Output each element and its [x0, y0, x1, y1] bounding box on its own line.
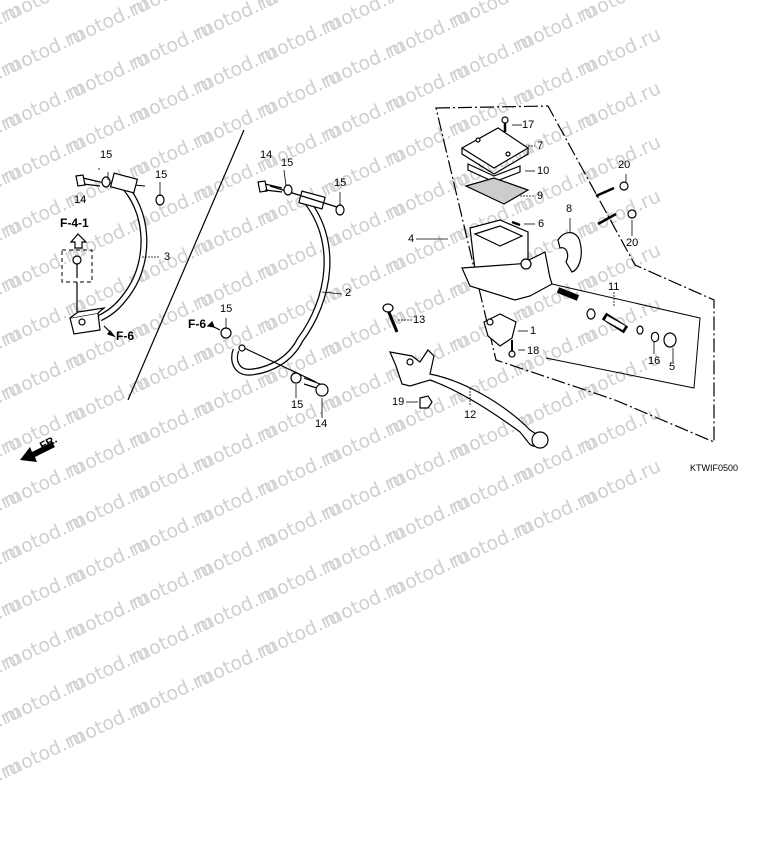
- callout-17: 17: [522, 119, 535, 131]
- watermark-text: motod.ru: [0, 701, 25, 758]
- callout-7: 7: [537, 140, 544, 152]
- watermark-text: motod.ru: [0, 755, 25, 812]
- callout-20: 20: [626, 237, 639, 249]
- separator-line: [127, 129, 245, 401]
- diaphragm-9-drawing: [464, 177, 530, 205]
- reservoir-cap-7-drawing: [460, 127, 530, 169]
- reference-f-4-1: F-4-1: [60, 216, 89, 230]
- assembly-boundary: [435, 105, 715, 443]
- callout-20: 20: [618, 159, 631, 171]
- callout-2: 2: [345, 287, 352, 299]
- watermark-text: motod.ru: [192, 581, 281, 638]
- watermark-text: motod.ru: [0, 671, 89, 728]
- piston-set-11-box: [545, 283, 701, 389]
- watermark-text: motod.ru: [128, 611, 217, 668]
- callout-13: 13: [413, 314, 426, 326]
- callout-16: 16: [648, 355, 661, 367]
- front-direction-arrow: [20, 442, 55, 462]
- callout-14: 14: [74, 194, 87, 206]
- callout-14: 14: [260, 149, 273, 161]
- diagram-code: KTWIF0500: [690, 463, 739, 473]
- banjo-bolt-14a-drawing: [75, 174, 101, 187]
- callout-15: 15: [220, 303, 233, 315]
- callout-15: 15: [291, 399, 304, 411]
- reference-f-6: F-6: [116, 329, 134, 343]
- watermark-text: motod.ru: [0, 725, 89, 782]
- watermark-text: motod.ru: [320, 575, 409, 632]
- callout-19: 19: [392, 396, 405, 408]
- watermark-text: motod.ru: [256, 605, 345, 662]
- callout-5: 5: [669, 361, 676, 373]
- watermark-text: motod.ru: [128, 665, 217, 722]
- callout-11: 11: [608, 281, 620, 293]
- watermark-text: motod.ru: [64, 695, 153, 752]
- watermark-text: motod.ru: [0, 593, 25, 650]
- watermark-text: motod.ru: [0, 647, 25, 704]
- callout-18: 18: [527, 345, 540, 357]
- brake-hose-2-drawing: [231, 185, 341, 383]
- callout-12: 12: [464, 409, 477, 421]
- master-cylinder-4-drawing: [461, 219, 553, 301]
- callout-4: 4: [408, 233, 415, 245]
- callout-8: 8: [566, 203, 573, 215]
- callout-15: 15: [334, 177, 347, 189]
- callout-3: 3: [164, 251, 171, 263]
- brake-lever-12-drawing: [389, 349, 546, 447]
- callout-6: 6: [538, 218, 545, 230]
- callout-9: 9: [537, 190, 544, 202]
- diagram-drawing: [20, 105, 715, 462]
- callout-15: 15: [281, 157, 294, 169]
- callout-14: 14: [315, 418, 328, 430]
- watermark-text: motod.ru: [64, 641, 153, 698]
- brake-hose-3-drawing: [69, 172, 148, 335]
- watermark-text: motod.ru: [64, 587, 153, 644]
- callout-10: 10: [537, 165, 550, 177]
- callout-15: 15: [155, 169, 168, 181]
- watermark-text: motod.ru: [192, 635, 281, 692]
- callout-1: 1: [530, 325, 537, 337]
- holder-8-drawing: [557, 232, 582, 273]
- reference-f-6: F-6: [188, 317, 206, 331]
- watermark-text: motod.ru: [0, 617, 89, 674]
- callout-15: 15: [100, 149, 113, 161]
